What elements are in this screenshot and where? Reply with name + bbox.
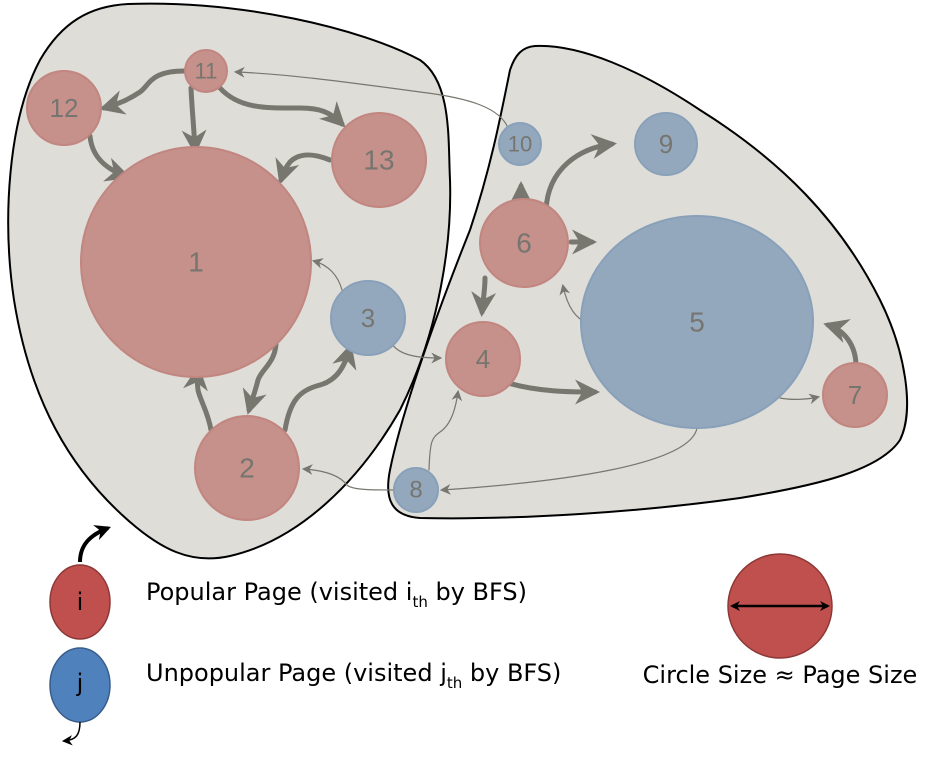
edge-6-9: [543, 134, 617, 213]
legend: i Popular Page (visited ith by BFS) j Un…: [49, 525, 918, 746]
node-label-4: 4: [476, 344, 490, 374]
edge-8-2: [301, 464, 395, 491]
edge-3-1: [311, 258, 343, 291]
node-label-11: 11: [195, 59, 218, 84]
edge-5-8: [439, 427, 698, 495]
legend-outgoing-arrow-icon: [78, 525, 111, 563]
node-8: 8: [393, 467, 439, 513]
edges: [87, 66, 859, 495]
node-label-7: 7: [848, 380, 862, 410]
legend-popular-circle: [49, 564, 111, 640]
node-label-5: 5: [689, 307, 705, 338]
node-1: 1: [80, 146, 312, 378]
node-label-6: 6: [516, 228, 532, 259]
node-9: 9: [634, 112, 698, 176]
edge-11-13: [217, 85, 346, 128]
node-2: 2: [194, 415, 300, 521]
legend-unpopular: j Unpopular Page (visited jth by BFS): [49, 647, 561, 723]
node-13: 13: [331, 112, 427, 208]
edge-11-12: [99, 68, 191, 115]
edge-6-4: [471, 275, 497, 317]
node-6: 6: [479, 198, 569, 288]
edge-3-4: [391, 343, 443, 364]
node-label-1: 1: [188, 247, 204, 278]
legend-incoming-arrow-icon: [61, 721, 81, 746]
edge-11-1: [181, 85, 207, 155]
node-label-13: 13: [363, 145, 394, 176]
nodes: 1 2 3 4 5 6 7 8: [26, 49, 888, 521]
node-label-10: 10: [508, 132, 532, 157]
edge-5-7: [779, 393, 821, 405]
legend-size-text: Circle Size ≈ Page Size: [643, 661, 918, 689]
legend-unpopular-glyph: j: [76, 669, 84, 697]
node-10: 10: [498, 122, 542, 166]
node-label-8: 8: [409, 477, 422, 504]
node-5: 5: [580, 215, 814, 429]
legend-size: Circle Size ≈ Page Size: [643, 553, 918, 689]
legend-popular-glyph: i: [77, 588, 84, 616]
edge-1-2: [242, 333, 279, 415]
node-4: 4: [445, 321, 521, 397]
edge-8-4: [428, 389, 463, 471]
node-label-9: 9: [659, 129, 673, 159]
node-label-3: 3: [361, 303, 375, 333]
node-7: 7: [822, 362, 888, 428]
edge-10-11: [233, 66, 509, 129]
edge-4-5: [505, 379, 600, 405]
node-3: 3: [330, 280, 406, 356]
edge-13-1: [275, 152, 333, 185]
node-label-2: 2: [239, 453, 255, 484]
legend-unpopular-text: Unpopular Page (visited jth by BFS): [146, 659, 561, 692]
edge-2-3: [282, 343, 357, 433]
node-11: 11: [184, 49, 228, 93]
legend-popular-text: Popular Page (visited ith by BFS): [146, 578, 527, 611]
node-12: 12: [26, 70, 102, 146]
legend-popular: i Popular Page (visited ith by BFS): [49, 564, 527, 640]
node-label-12: 12: [50, 93, 79, 123]
edge-7-5: [823, 319, 859, 369]
